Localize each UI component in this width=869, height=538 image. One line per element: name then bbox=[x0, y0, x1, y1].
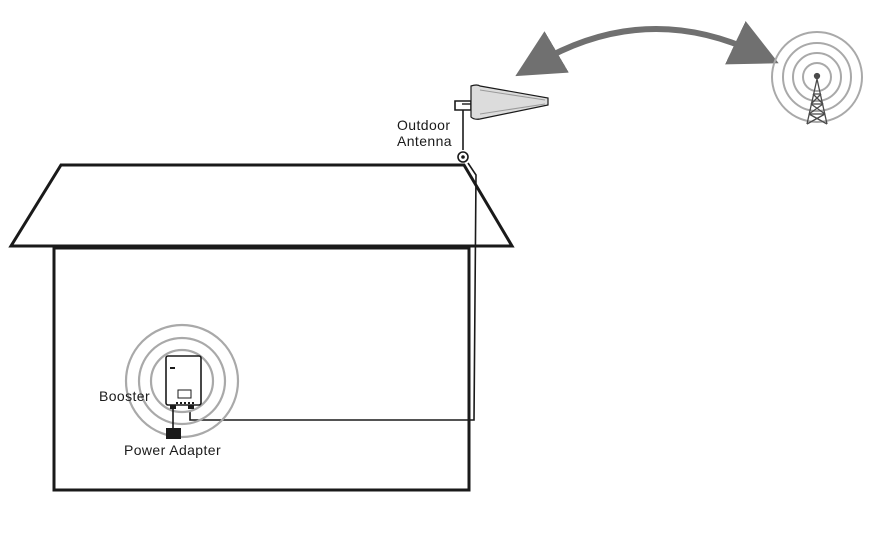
outdoor-antenna-label-line2: Antenna bbox=[397, 133, 452, 149]
cell-tower-icon bbox=[806, 72, 828, 125]
bidirectional-arrow-icon bbox=[515, 21, 779, 77]
house-wall bbox=[52, 246, 471, 492]
house bbox=[8, 163, 515, 492]
coax-cable bbox=[189, 105, 477, 421]
power-adapter-label: Power Adapter bbox=[124, 442, 221, 458]
booster-label: Booster bbox=[99, 388, 150, 404]
outdoor-antenna-label-line1: Outdoor bbox=[397, 117, 450, 133]
signal-waves-icon bbox=[771, 31, 863, 123]
yagi-antenna-icon bbox=[454, 84, 549, 163]
power-adapter-icon bbox=[166, 409, 181, 439]
booster-device-icon bbox=[165, 355, 202, 409]
booster-signal-waves-icon bbox=[124, 323, 240, 439]
house-roof bbox=[8, 163, 515, 248]
